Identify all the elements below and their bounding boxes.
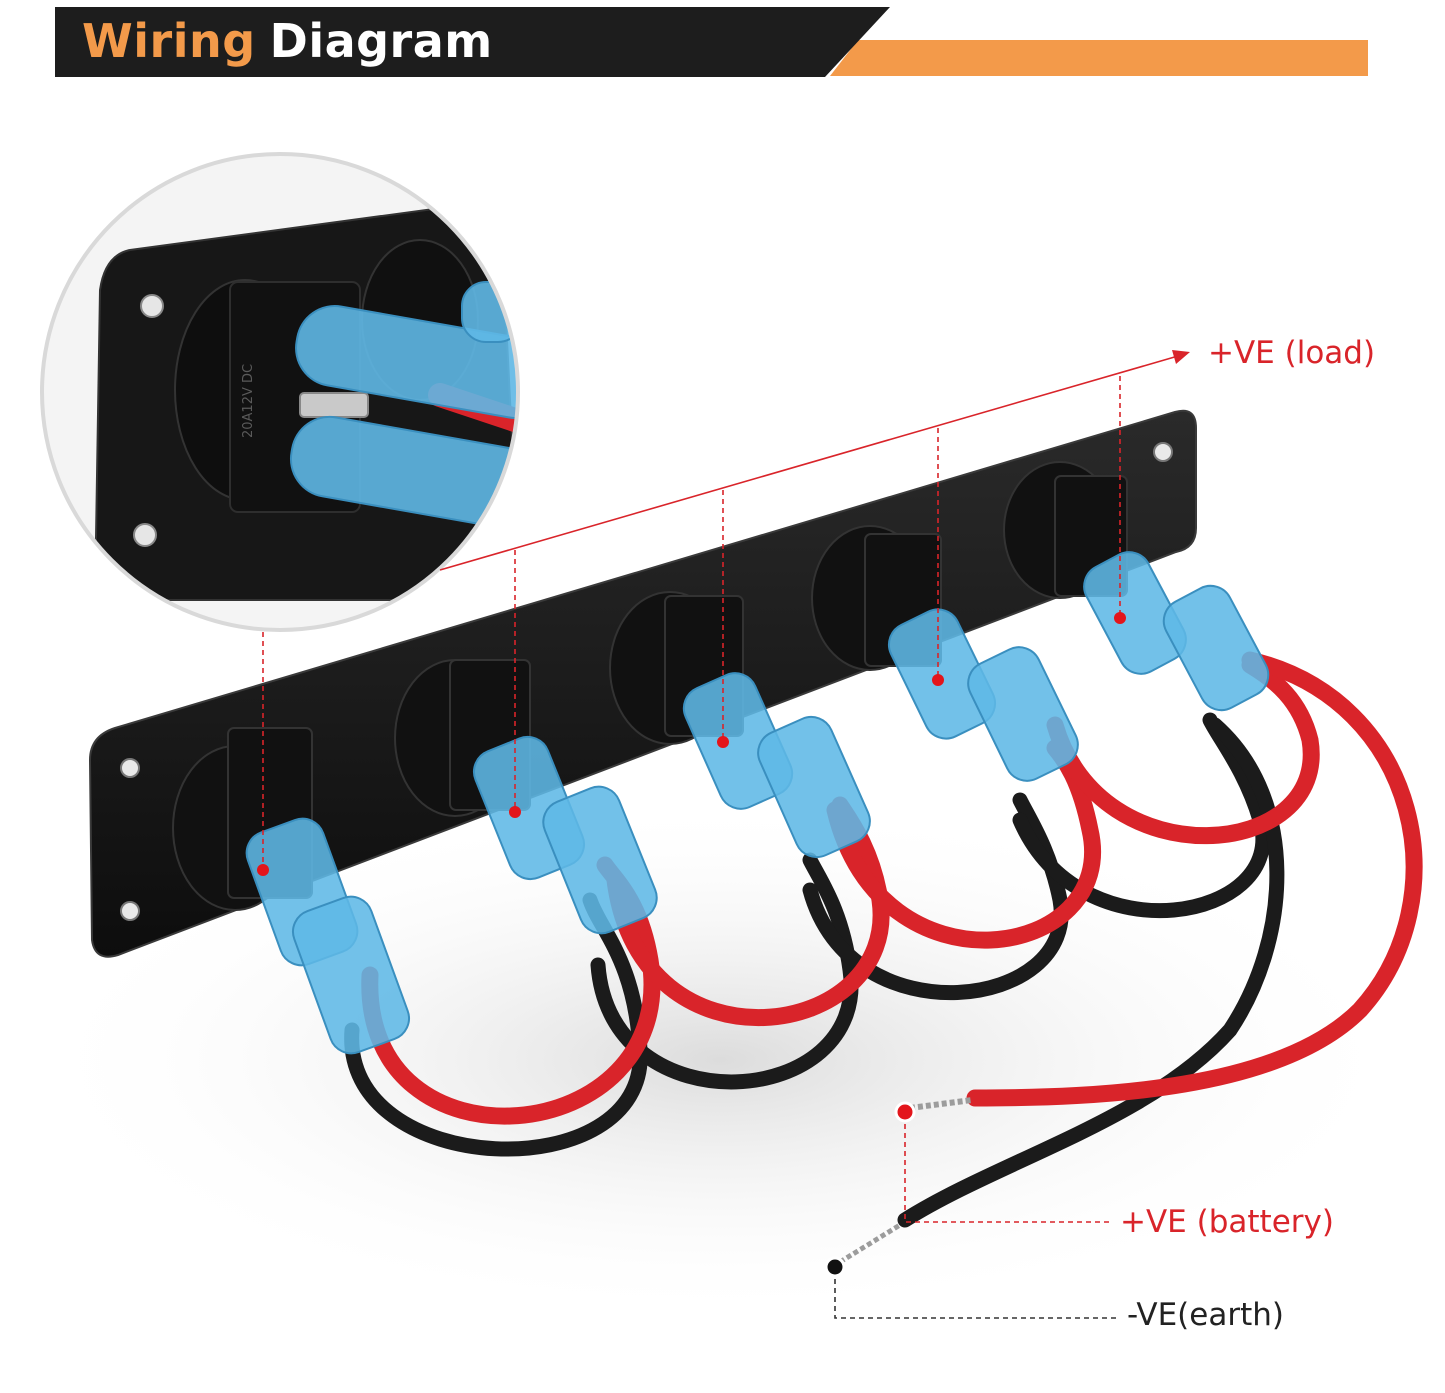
connector-1-supply [292, 895, 410, 1055]
load-point-3 [717, 736, 729, 748]
connector-2-supply [542, 785, 658, 935]
zoom-inset-ring [40, 152, 520, 632]
orange-accent-stripe [830, 40, 1368, 76]
connector-4-load [887, 608, 997, 740]
load-point-1 [257, 864, 269, 876]
load-point-5 [1114, 612, 1126, 624]
battery-lead-bare-end [909, 1097, 973, 1111]
mounting-hole-top-left [120, 758, 140, 778]
connector-4-supply [967, 646, 1079, 782]
inset-connector-lower [289, 415, 518, 529]
callout-lines [262, 350, 1190, 1319]
label-positive-battery: +VE (battery) [1120, 1204, 1334, 1240]
positive-wires [361, 651, 1423, 1125]
inset-switch-marking: 20A12V DC [241, 364, 256, 438]
negative-jumper-1 [344, 892, 648, 1157]
dark-title-band [55, 7, 890, 77]
load-point-4 [932, 674, 944, 686]
inset-connector-top-right [461, 281, 518, 343]
load-arrow-line [439, 355, 1179, 571]
title-main-word: Diagram [269, 14, 493, 68]
battery-point [894, 1101, 916, 1123]
positive-jumper-4 [1046, 656, 1320, 845]
zoom-inset: 20A12V DC [40, 152, 520, 632]
earth-lead-bare-end [838, 1222, 902, 1265]
load-point-2 [509, 806, 521, 818]
load-arrow-head [1172, 350, 1190, 364]
terminal-markers [257, 612, 1126, 1278]
connector-5-supply [1162, 584, 1270, 712]
connector-5-load [1083, 551, 1187, 675]
inset-mounting-hole-bottom [133, 523, 157, 547]
inset-spade-terminal [299, 392, 369, 418]
connectors [245, 551, 1270, 1055]
connector-3-supply [757, 715, 871, 859]
label-negative-earth: -VE(earth) [1127, 1297, 1284, 1333]
mounting-hole-bottom-left [120, 901, 140, 921]
label-positive-load: +VE (load) [1208, 335, 1376, 371]
earth-leader-line [834, 1270, 1116, 1319]
mounting-hole-top-right [1153, 442, 1173, 462]
battery-leader-line [904, 1115, 1110, 1223]
earth-point [824, 1256, 846, 1278]
title-accent-word: Wiring [82, 14, 256, 68]
header-banner [55, 7, 1368, 77]
positive-lead-battery [966, 651, 1423, 1107]
inset-mounting-hole-top [140, 294, 164, 318]
positive-jumper-2 [606, 796, 890, 1027]
